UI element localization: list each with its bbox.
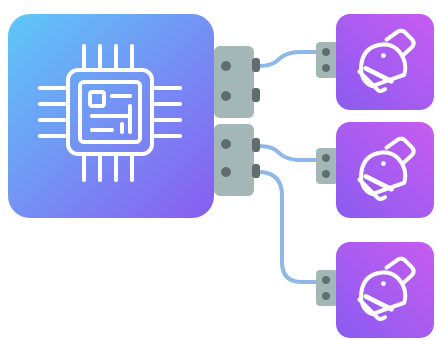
device-module-3 xyxy=(316,242,434,338)
board-port-top xyxy=(214,46,260,118)
cable-3 xyxy=(256,170,320,284)
cable-1 xyxy=(256,50,320,68)
cables xyxy=(256,50,320,284)
cpu-chip-icon xyxy=(38,44,182,182)
device-module-1 xyxy=(316,14,434,110)
device-module-2 xyxy=(316,122,434,218)
cable-2 xyxy=(256,144,320,162)
board-port-bottom xyxy=(214,124,260,196)
processor-board xyxy=(8,14,214,218)
